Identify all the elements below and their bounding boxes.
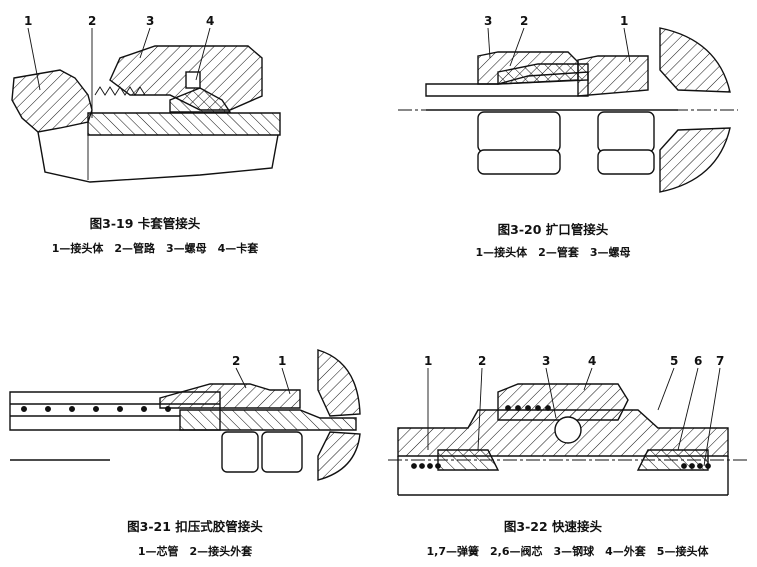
figure-3-19-drawing: 1 2 3 4 [11,14,281,183]
label-1: 1 [278,354,286,368]
label-3: 3 [484,14,492,28]
spring-right [681,463,711,469]
figure-3-21: 2 1 图3-21 扣压式胶管接头 1—芯管 2—接头外套 [0,280,378,567]
figure-3-20: 3 2 1 图3-20 扩口管接头 1—接头体 2—管套 3—螺母 [378,0,757,270]
core-pipe [179,409,357,431]
legend-3-22: 1,7—弹簧 2,6—阀芯 3—钢球 4—外套 5—接头体 [426,545,709,558]
figure-3-22: 1 2 3 4 5 6 7 图3-22 快速接头 1,7—弹簧 2,6—阀芯 3… [378,280,757,567]
caption-3-20: 图3-20 扩口管接头 [497,222,609,237]
label-1: 1 [424,354,432,368]
label-2: 2 [478,354,486,368]
fitting-body [11,69,93,133]
legend-3-19: 1—接头体 2—管路 3—螺母 4—卡套 [51,242,259,255]
end-cap [317,349,361,417]
figure-3-19: 1 2 3 4 图3-19 卡套管接头 1—接头体 2—管路 3—螺母 4—卡套 [0,0,378,270]
caption-3-21: 图3-21 扣压式胶管接头 [127,519,263,534]
label-1: 1 [620,14,628,28]
legend-3-20: 1—接头体 2—管套 3—螺母 [475,246,631,259]
label-7: 7 [716,354,724,368]
label-4: 4 [588,354,596,368]
label-5: 5 [670,354,678,368]
caption-3-22: 图3-22 快速接头 [503,519,603,534]
spring-left [411,463,441,469]
label-6: 6 [694,354,702,368]
label-2: 2 [520,14,528,28]
label-4: 4 [206,14,214,28]
steel-ball [554,416,582,444]
label-1: 1 [24,14,32,28]
spring-sleeve [505,405,551,411]
end-cap [659,27,731,93]
outer-sleeve [159,383,301,409]
ferrule [169,87,232,113]
label-3: 3 [542,354,550,368]
label-2: 2 [232,354,240,368]
figure-3-21-drawing: 2 1 [9,349,361,481]
figure-3-20-drawing: 3 2 1 [398,14,738,193]
lower-casting [37,131,279,183]
label-3: 3 [146,14,154,28]
pipe [87,112,281,136]
label-2: 2 [88,14,96,28]
legend-3-21: 1—芯管 2—接头外套 [137,545,253,558]
fitting-body [577,55,649,97]
figure-3-22-drawing: 1 2 3 4 5 6 7 [388,354,748,496]
caption-3-19: 图3-19 卡套管接头 [89,216,201,231]
